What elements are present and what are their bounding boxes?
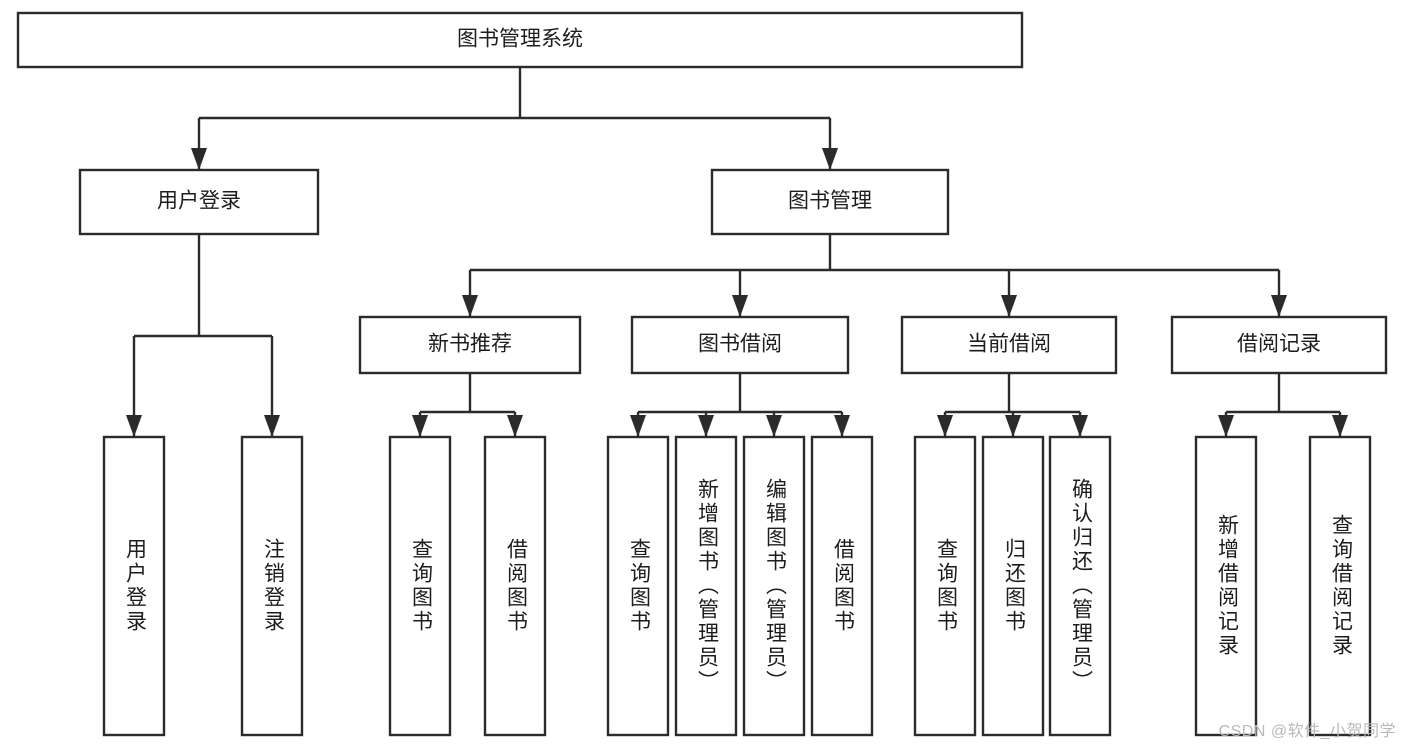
node-leaf-借阅图书[interactable]: 借阅图书 xyxy=(810,435,874,737)
node-l1-用户登录[interactable]: 用户登录 xyxy=(78,168,320,236)
node-box[interactable] xyxy=(1194,435,1258,737)
node-box[interactable] xyxy=(900,315,1118,375)
node-leaf-新增借阅记录[interactable]: 新增借阅记录 xyxy=(1194,435,1258,737)
arrow-head-icon xyxy=(264,415,280,437)
node-leaf-查询图书[interactable]: 查询图书 xyxy=(606,435,670,737)
node-l1-图书管理[interactable]: 图书管理 xyxy=(710,168,950,236)
node-label: 新增图书（管理员） xyxy=(695,478,719,694)
node-label: 借阅记录 xyxy=(1237,333,1321,356)
node-label: 借阅图书 xyxy=(831,538,855,634)
node-leaf-编辑图书（管理员）[interactable]: 编辑图书（管理员） xyxy=(742,435,806,737)
node-leaf-注销登录[interactable]: 注销登录 xyxy=(240,435,304,737)
node-box[interactable] xyxy=(1048,435,1112,737)
node-leaf-新增图书（管理员）[interactable]: 新增图书（管理员） xyxy=(674,435,738,737)
node-label: 确认归还（管理员） xyxy=(1069,478,1093,694)
arrow-head-icon xyxy=(1218,415,1234,437)
node-box[interactable] xyxy=(913,435,977,737)
node-box[interactable] xyxy=(483,435,547,737)
node-root-图书管理系统[interactable]: 图书管理系统 xyxy=(16,11,1024,69)
node-box[interactable] xyxy=(981,435,1045,737)
node-box[interactable] xyxy=(674,435,738,737)
edges-layer xyxy=(126,67,1348,437)
arrow-head-icon xyxy=(698,415,714,437)
node-box[interactable] xyxy=(810,435,874,737)
node-box[interactable] xyxy=(1308,435,1372,737)
node-leaf-查询图书[interactable]: 查询图书 xyxy=(388,435,452,737)
node-leaf-归还图书[interactable]: 归还图书 xyxy=(981,435,1045,737)
node-box[interactable] xyxy=(240,435,304,737)
node-label: 借阅图书 xyxy=(504,538,528,634)
arrow-head-icon xyxy=(834,415,850,437)
arrow-head-icon xyxy=(1001,295,1017,317)
node-l2-新书推荐[interactable]: 新书推荐 xyxy=(358,315,582,375)
node-label: 查询图书 xyxy=(627,538,651,634)
arrow-head-icon xyxy=(1271,295,1287,317)
node-leaf-确认归还（管理员）[interactable]: 确认归还（管理员） xyxy=(1048,435,1112,737)
arrow-head-icon xyxy=(1005,415,1021,437)
node-label: 新增借阅记录 xyxy=(1215,514,1239,658)
node-label: 查询借阅记录 xyxy=(1329,514,1353,658)
arrow-head-icon xyxy=(462,295,478,317)
node-label: 图书管理系统 xyxy=(457,28,583,51)
node-label: 编辑图书（管理员） xyxy=(763,478,787,694)
node-box[interactable] xyxy=(1170,315,1388,375)
node-box[interactable] xyxy=(16,11,1024,69)
arrow-head-icon xyxy=(1072,415,1088,437)
arrow-head-icon xyxy=(412,415,428,437)
node-box[interactable] xyxy=(710,168,950,236)
arrow-head-icon xyxy=(732,295,748,317)
node-label: 图书借阅 xyxy=(698,333,782,356)
node-label: 图书管理 xyxy=(788,190,872,213)
arrow-head-icon xyxy=(126,415,142,437)
arrow-head-icon xyxy=(937,415,953,437)
arrow-head-icon xyxy=(766,415,782,437)
node-label: 查询图书 xyxy=(409,538,433,634)
node-leaf-查询借阅记录[interactable]: 查询借阅记录 xyxy=(1308,435,1372,737)
arrow-head-icon xyxy=(1332,415,1348,437)
node-label: 用户登录 xyxy=(123,538,147,634)
node-l2-当前借阅[interactable]: 当前借阅 xyxy=(900,315,1118,375)
node-label: 用户登录 xyxy=(157,190,241,213)
node-box[interactable] xyxy=(630,315,850,375)
node-leaf-借阅图书[interactable]: 借阅图书 xyxy=(483,435,547,737)
node-label: 归还图书 xyxy=(1002,538,1026,634)
node-box[interactable] xyxy=(388,435,452,737)
node-label: 注销登录 xyxy=(261,538,285,634)
arrow-head-icon xyxy=(507,415,523,437)
node-box[interactable] xyxy=(78,168,320,236)
node-leaf-用户登录[interactable]: 用户登录 xyxy=(102,435,166,737)
node-l2-借阅记录[interactable]: 借阅记录 xyxy=(1170,315,1388,375)
node-box[interactable] xyxy=(358,315,582,375)
arrow-head-icon xyxy=(191,148,207,170)
arrow-head-icon xyxy=(630,415,646,437)
arrow-head-icon xyxy=(822,148,838,170)
node-l2-图书借阅[interactable]: 图书借阅 xyxy=(630,315,850,375)
nodes-layer: 图书管理系统用户登录图书管理新书推荐图书借阅当前借阅借阅记录用户登录注销登录查询… xyxy=(16,11,1388,737)
node-box[interactable] xyxy=(102,435,166,737)
node-label: 查询图书 xyxy=(934,538,958,634)
node-label: 当前借阅 xyxy=(967,333,1051,356)
node-label: 新书推荐 xyxy=(428,333,512,356)
node-leaf-查询图书[interactable]: 查询图书 xyxy=(913,435,977,737)
node-box[interactable] xyxy=(606,435,670,737)
node-box[interactable] xyxy=(742,435,806,737)
